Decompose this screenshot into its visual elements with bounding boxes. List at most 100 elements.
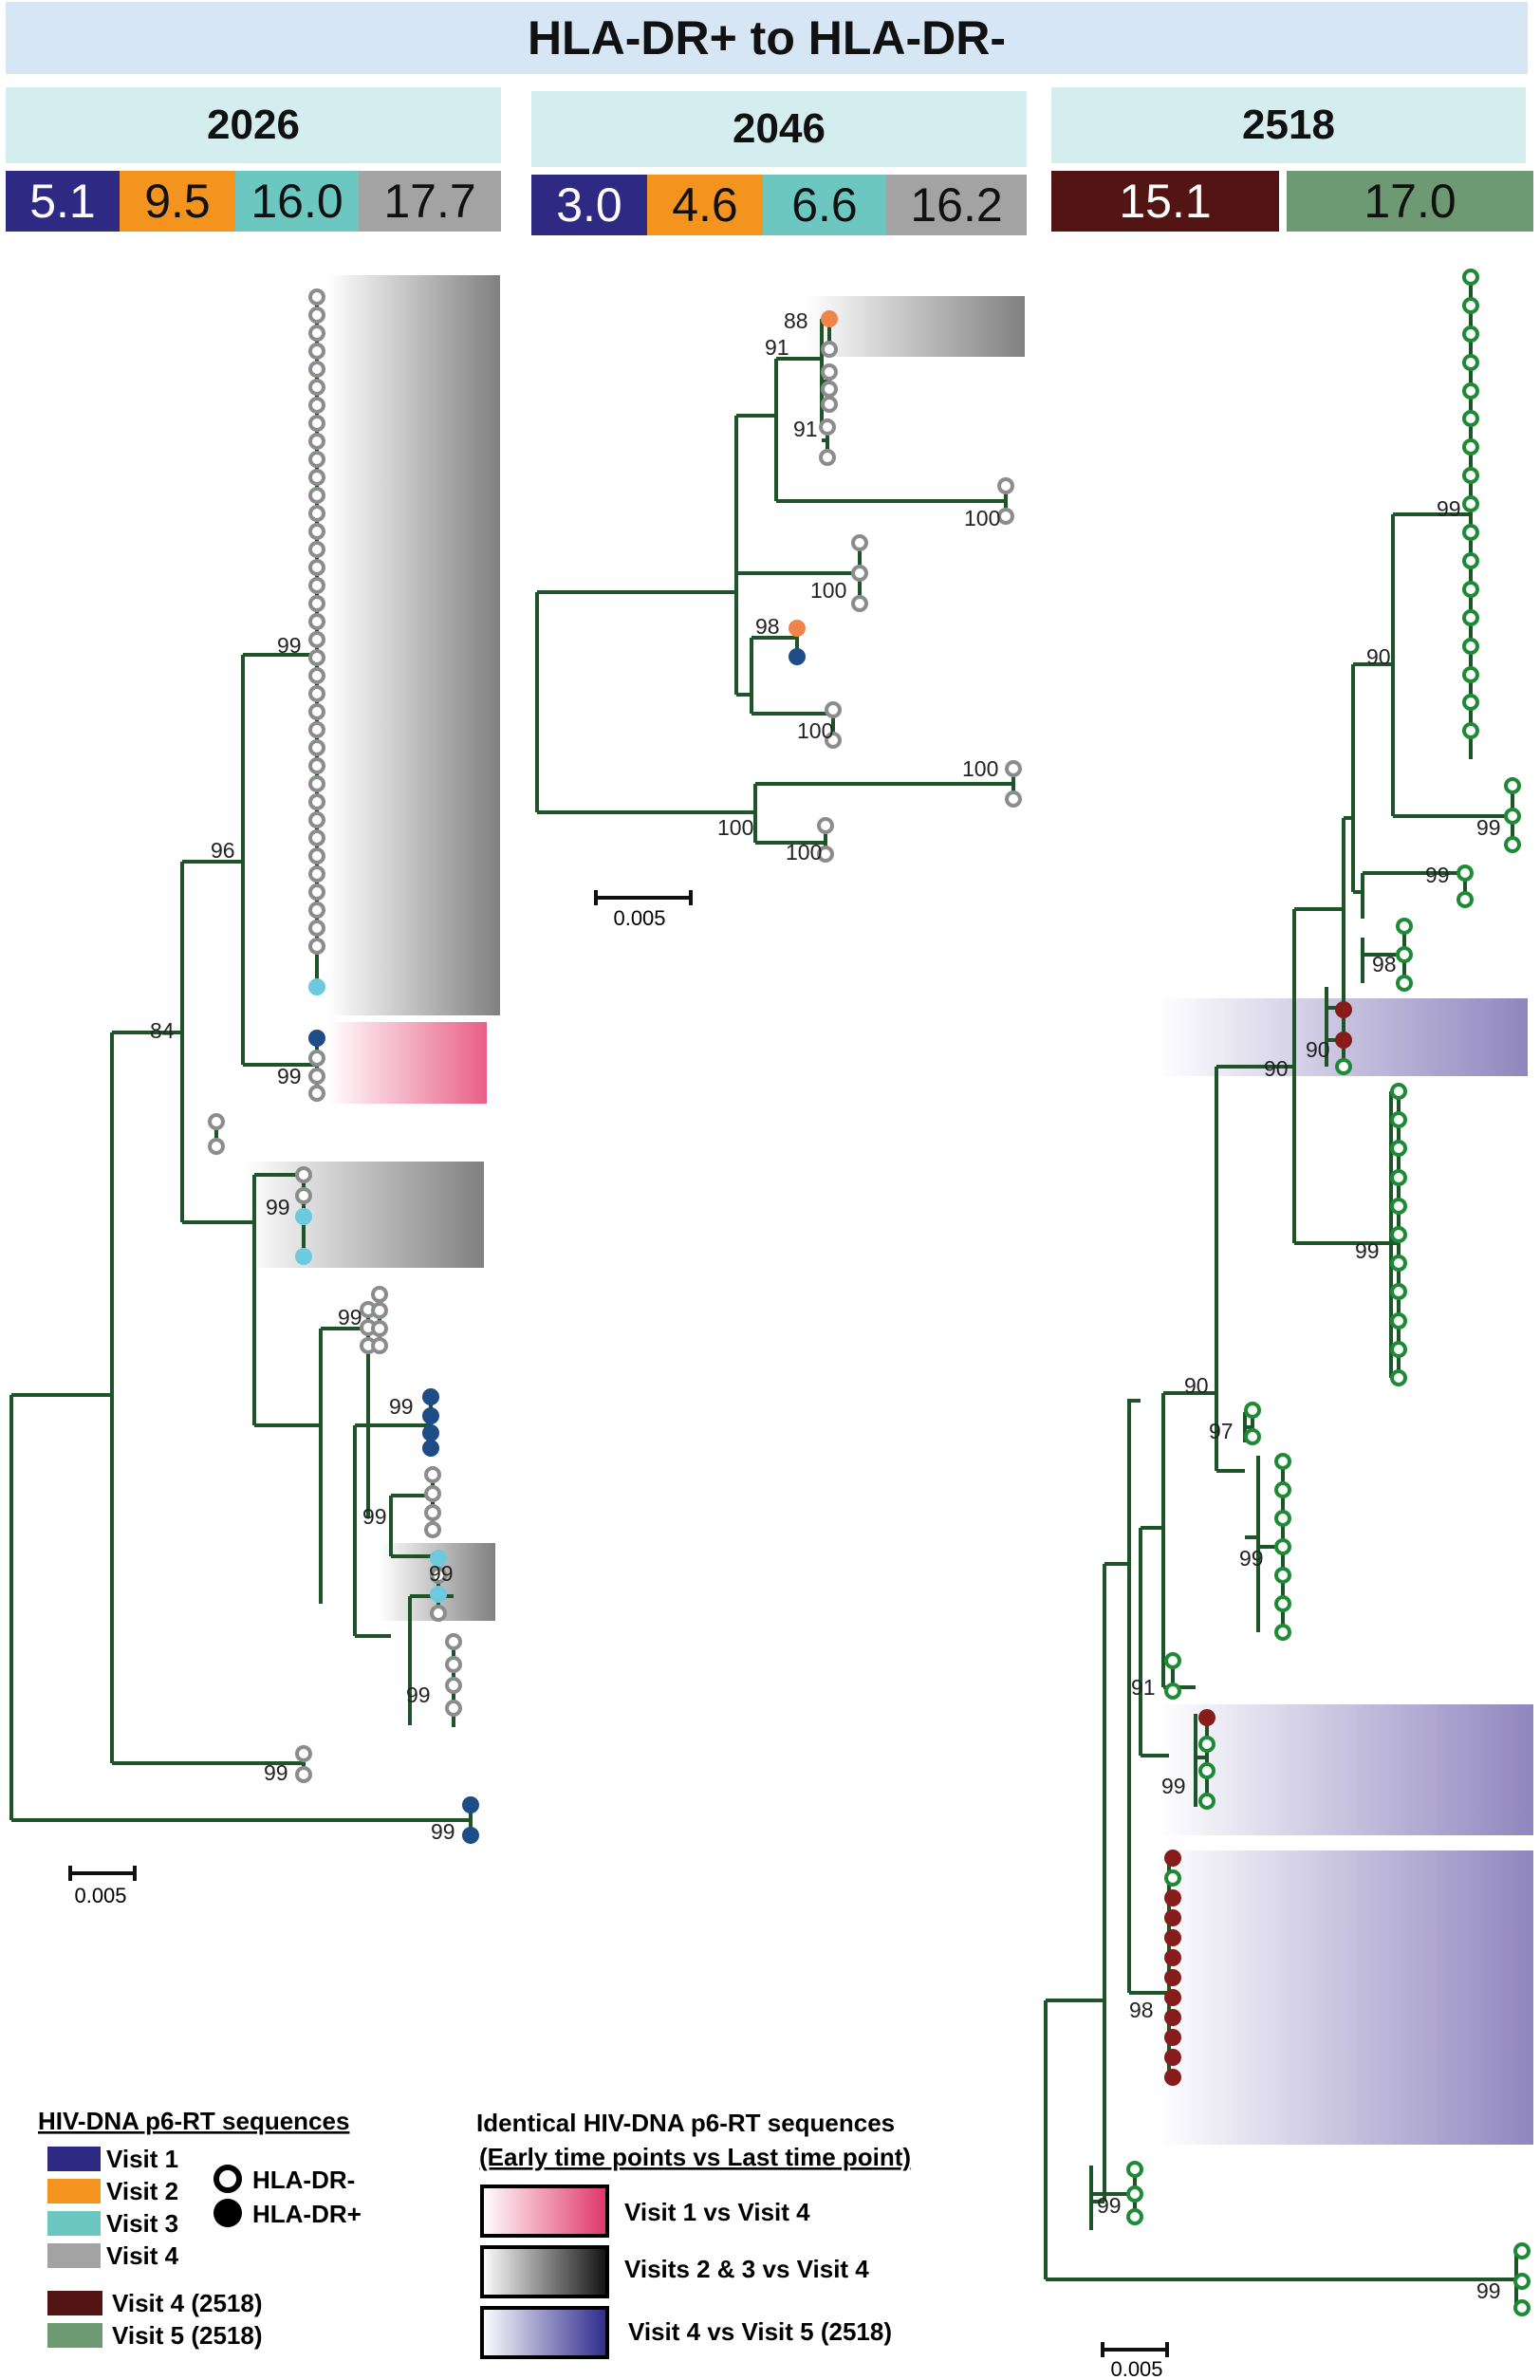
visit-1-cell: 3.0	[531, 175, 647, 235]
open-tip-icon	[308, 811, 325, 828]
legend-title: HIV-DNA p6-RT sequences	[38, 2107, 349, 2135]
open-tip-icon	[371, 1302, 388, 1319]
bootstrap-value: 100	[786, 840, 822, 865]
open-tip-icon	[1462, 382, 1479, 400]
open-tip-icon	[1513, 2242, 1531, 2259]
open-tip-icon	[851, 565, 868, 582]
bootstrap-value: 91	[793, 417, 818, 441]
open-tip-icon	[1462, 524, 1479, 541]
open-tip-icon	[1462, 438, 1479, 456]
bootstrap-value: 100	[797, 718, 833, 743]
open-tip-icon	[1390, 1369, 1407, 1386]
open-tip-icon	[997, 477, 1014, 494]
open-tip-icon	[825, 701, 842, 718]
open-tip-icon	[1462, 354, 1479, 371]
open-tip-icon	[308, 433, 325, 450]
legend-swatch-visit-1	[47, 2147, 101, 2171]
bootstrap-value: 99	[1425, 863, 1450, 887]
open-tip-icon	[371, 1337, 388, 1354]
filled-tip-icon	[1198, 1709, 1215, 1726]
legend-label: Visit 1	[106, 2145, 178, 2173]
open-tip-icon	[1335, 1058, 1352, 1075]
open-tip-icon	[1164, 1652, 1181, 1669]
legend-title: Identical HIV-DNA p6-RT sequences	[476, 2109, 895, 2137]
open-tip-icon	[1390, 1083, 1407, 1100]
legend-label: HLA-DR-	[252, 2166, 355, 2194]
filled-tip-icon	[1164, 1889, 1181, 1906]
open-tip-icon	[1005, 790, 1022, 808]
open-tip-icon	[1396, 946, 1413, 963]
open-tip-icon	[1390, 1140, 1407, 1157]
open-tip-icon	[308, 288, 325, 306]
open-tip-icon	[851, 534, 868, 551]
bootstrap-value: 100	[717, 815, 753, 840]
open-tip-icon	[1396, 975, 1413, 992]
open-tip-icon	[1274, 1595, 1291, 1612]
bootstrap-value: 99	[429, 1561, 454, 1586]
bootstrap-value: 100	[962, 756, 998, 781]
open-tip-icon	[1198, 1793, 1215, 1810]
open-tip-icon	[1390, 1226, 1407, 1243]
open-tip-icon	[308, 883, 325, 901]
open-tip-icon	[1005, 760, 1022, 777]
highlight-box	[245, 1162, 484, 1268]
open-tip-icon	[208, 1113, 225, 1130]
open-tip-icon	[1274, 1624, 1291, 1641]
open-tip-icon	[1513, 2273, 1531, 2290]
bootstrap-value: 90	[1184, 1373, 1209, 1398]
open-tip-icon	[1457, 891, 1474, 908]
legend-swatch-visit-3	[47, 2211, 101, 2236]
open-tip-icon	[308, 865, 325, 883]
open-tip-icon	[851, 595, 868, 612]
bootstrap-value: 99	[362, 1504, 387, 1529]
open-tip-icon	[1126, 2185, 1143, 2203]
legend-label: Visit 4	[106, 2241, 179, 2270]
open-tip-icon	[371, 1320, 388, 1337]
open-tip-icon	[308, 631, 325, 648]
open-tip-icon	[1462, 694, 1479, 711]
open-tip-icon	[1126, 2161, 1143, 2178]
open-tip-icon	[430, 1605, 447, 1622]
bootstrap-value: 99	[1239, 1546, 1264, 1571]
filled-tip-icon	[430, 1586, 447, 1603]
bootstrap-value: 99	[338, 1305, 362, 1329]
open-tip-icon	[1390, 1283, 1407, 1300]
filled-tip-icon	[1164, 1909, 1181, 1926]
open-tip-icon	[1390, 1341, 1407, 1358]
open-tip-icon	[825, 732, 842, 749]
open-tip-icon	[308, 649, 325, 666]
open-tip-icon	[308, 613, 325, 630]
open-tip-icon	[1274, 1453, 1291, 1470]
open-tip-icon	[308, 451, 325, 468]
open-tip-icon	[1462, 722, 1479, 739]
legend-swatch-visit-4	[47, 2243, 101, 2268]
open-tip-icon	[1390, 1111, 1407, 1128]
legend-label: Visit 4 (2518)	[112, 2289, 263, 2317]
open-tip-icon	[1462, 325, 1479, 343]
open-tip-icon	[1462, 410, 1479, 427]
open-tip-icon	[1164, 1683, 1181, 1700]
open-tip-icon	[1462, 495, 1479, 512]
filled-tip-icon	[1164, 1969, 1181, 1986]
bootstrap-value: 91	[1131, 1675, 1156, 1700]
open-tip-icon	[445, 1677, 462, 1694]
filled-tip-icon	[1164, 1989, 1181, 2006]
highlight-box	[327, 1022, 487, 1104]
open-tip-icon	[208, 1138, 225, 1155]
open-tip-icon	[1462, 666, 1479, 683]
legend-gradient-purple	[480, 2306, 609, 2359]
visit-bar-2046: 3.0 4.6 6.6 16.2	[531, 175, 1027, 235]
open-tip-icon	[1274, 1481, 1291, 1498]
bootstrap-value: 96	[211, 838, 235, 863]
legend-label: Visit 1 vs Visit 4	[624, 2198, 810, 2226]
legend-swatch-visit-4-2518	[47, 2291, 102, 2315]
open-tip-icon	[308, 523, 325, 540]
bootstrap-value: 98	[1129, 1998, 1154, 2022]
highlight-box	[327, 275, 500, 1015]
filled-tip-icon	[295, 1248, 312, 1265]
filled-tip-icon	[789, 648, 806, 665]
open-tip-icon	[1198, 1762, 1215, 1779]
legend-swatch-visit-2	[47, 2179, 101, 2203]
open-tip-icon	[1504, 808, 1521, 825]
open-tip-icon	[424, 1485, 441, 1502]
